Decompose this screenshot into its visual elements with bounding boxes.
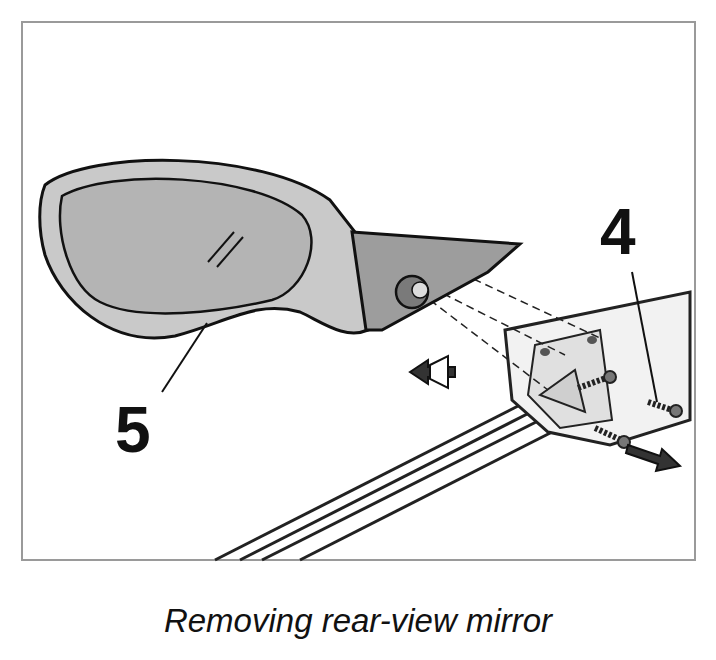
callout-number: 5 xyxy=(115,398,151,462)
figure-caption: Removing rear-view mirror xyxy=(164,603,552,639)
callout-number: 4 xyxy=(600,200,636,264)
